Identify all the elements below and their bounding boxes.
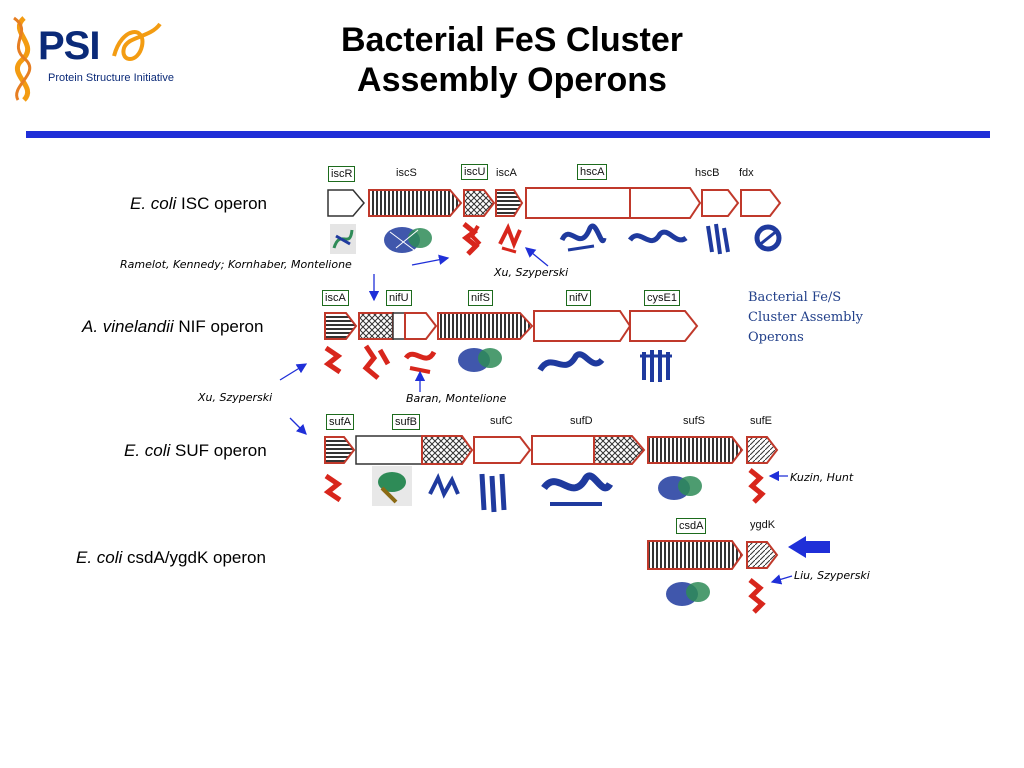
gene-sufA	[324, 436, 356, 464]
gene-hscA	[525, 187, 702, 219]
gene-fdx	[740, 189, 782, 217]
gene-ygdK	[746, 541, 779, 569]
gene-sufC	[473, 436, 532, 464]
gene-label-nifS: nifS	[468, 290, 493, 306]
helix-swirl-icon	[112, 22, 162, 61]
gene-csdA	[647, 540, 744, 570]
gene-iscR	[327, 189, 365, 217]
gene-nif-iscA	[324, 312, 358, 340]
logo-subtitle: Protein Structure Initiative	[48, 72, 174, 84]
hscA-structure	[559, 223, 607, 252]
gene-label-nif-iscA: iscA	[322, 290, 349, 306]
structure-thumbnails	[323, 222, 782, 614]
gene-label-csdA: csdA	[676, 518, 707, 534]
gene-label-iscU: iscU	[461, 164, 489, 180]
hscB-structure	[706, 223, 730, 255]
gene-label-ygdK: ygdK	[750, 519, 776, 531]
diagram-legend: Bacterial Fe/S Cluster Assembly Operons	[748, 288, 863, 348]
hscA-structure-2	[627, 229, 688, 243]
credit-arrows	[279, 247, 793, 585]
csd-operon-genes	[647, 536, 830, 570]
credit-ramelot: Ramelot, Kennedy; Kornhaber, Montelione	[120, 258, 352, 271]
credit-liu: Liu, Szyperski	[794, 569, 870, 582]
title-line-2: Assembly Operons	[357, 61, 667, 99]
gene-label-nifU: nifU	[386, 290, 412, 306]
gene-label-nifV: nifV	[566, 290, 591, 306]
gene-nifS	[437, 312, 534, 340]
gene-sufE	[746, 436, 779, 464]
dna-helix-icon	[13, 16, 32, 102]
iscA-structure	[498, 223, 522, 254]
credit-baran: Baran, Montelione	[406, 392, 507, 405]
gene-label-sufC: sufC	[490, 415, 513, 427]
gene-nifU	[358, 312, 394, 340]
nif-operon-genes	[324, 310, 699, 342]
gene-iscS	[368, 189, 463, 217]
gene-iscA	[495, 189, 524, 217]
gene-label-sufD: sufD	[570, 415, 593, 427]
gene-label-sufE: sufE	[750, 415, 773, 427]
gene-label-fdx: fdx	[739, 167, 754, 179]
credit-xu-isc: Xu, Szyperski	[494, 266, 569, 279]
gene-label-hscB: hscB	[695, 167, 720, 179]
page-title: Bacterial FeS Cluster Assembly Operons	[0, 20, 1024, 100]
gene-label-hscA: hscA	[577, 164, 608, 180]
operon-label-nif: A. vinelandii NIF operon	[82, 317, 264, 336]
operon-label-isc: E. coli ISC operon	[130, 194, 268, 213]
gene-cysE1	[629, 310, 699, 342]
legend-line-2: Cluster Assembly	[748, 310, 863, 325]
operon-label-suf: E. coli SUF operon	[124, 441, 267, 460]
iscU-structure	[461, 222, 482, 256]
big-arrow-icon	[788, 536, 830, 558]
gene-label-sufS: sufS	[683, 415, 706, 427]
fdx-structure	[754, 224, 782, 252]
gene-label-iscS: iscS	[396, 167, 417, 179]
gene-label-sufB: sufB	[392, 414, 421, 430]
gene-sufS	[647, 436, 744, 464]
gene-label-cysE1: cysE1	[644, 290, 680, 306]
title-line-1: Bacterial FeS Cluster	[340, 21, 684, 59]
gene-label-iscR: iscR	[328, 166, 356, 182]
iscS-structure	[384, 227, 432, 253]
legend-line-1: Bacterial Fe/S	[748, 290, 842, 305]
operon-label-csd: E. coli csdA/ygdK operon	[76, 548, 266, 567]
gene-label-iscA: iscA	[496, 167, 517, 179]
suf-operon-genes	[324, 435, 779, 465]
gene-sufD	[531, 435, 595, 465]
psi-logo: PSI Protein Structure Initiative	[4, 14, 204, 104]
legend-line-3: Operons	[748, 330, 804, 345]
gene-sufB	[355, 435, 423, 465]
credit-xu-nif: Xu, Szyperski	[198, 391, 273, 404]
gene-hscB	[701, 189, 740, 217]
gene-iscU	[463, 189, 496, 217]
title-divider	[26, 131, 990, 138]
gene-nifV	[533, 310, 632, 342]
credit-kuzin: Kuzin, Hunt	[790, 471, 854, 484]
gene-label-sufA: sufA	[326, 414, 355, 430]
isc-operon-genes	[327, 187, 782, 219]
logo-mark: PSI	[38, 24, 100, 68]
